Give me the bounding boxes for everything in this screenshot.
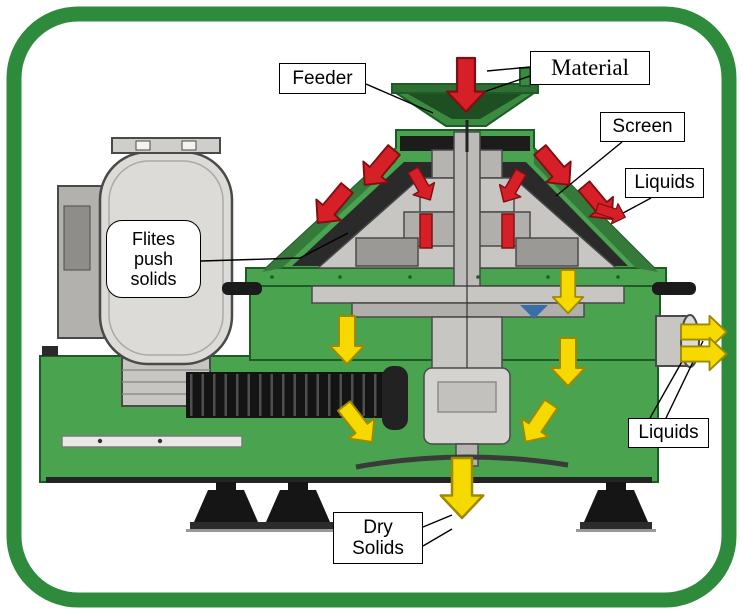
- foot-stem: [216, 482, 236, 491]
- foot-cone: [584, 490, 648, 522]
- flange-slot-left: [135, 140, 151, 151]
- blue-wedge: [520, 305, 548, 319]
- base-bolt: [157, 438, 163, 444]
- leader-screen: [555, 141, 623, 197]
- label-screen-text: Screen: [612, 116, 673, 138]
- foot-stem: [288, 482, 308, 491]
- rim-plate-lower: [351, 302, 585, 318]
- foot-cone: [266, 490, 330, 522]
- base-bolt: [97, 438, 103, 444]
- leader-lines: [200, 66, 704, 547]
- leader-dry-1: [422, 514, 453, 528]
- leader-feeder: [365, 83, 434, 114]
- base-slot: [61, 435, 243, 448]
- label-liquids-upper-text: Liquids: [634, 172, 695, 194]
- foot-plate: [580, 522, 652, 529]
- deck-details: [222, 275, 696, 295]
- label-dry-solids: Dry Solids: [333, 512, 423, 564]
- elbow-pipe: [382, 366, 408, 430]
- label-feeder-text: Feeder: [292, 67, 353, 89]
- base-details: [46, 435, 652, 483]
- base-bottom-strip: [46, 477, 652, 483]
- label-screen: Screen: [600, 112, 685, 142]
- vibration-feet: [186, 482, 656, 532]
- label-flites-line1: Flites: [131, 228, 175, 249]
- label-liquids-upper: Liquids: [625, 168, 704, 198]
- leader-material-1: [486, 66, 531, 72]
- leader-liquids-lower-1: [649, 357, 685, 419]
- deck-bolts: [270, 275, 620, 279]
- red-hub-right: [501, 213, 515, 249]
- label-dry-solids-line1: Dry: [363, 516, 393, 538]
- label-liquids-lower: Liquids: [628, 418, 709, 448]
- bellows-coupling: [186, 366, 408, 430]
- foot-shadow: [186, 529, 266, 532]
- foot-right: [576, 482, 656, 532]
- foot-cone: [194, 490, 258, 522]
- foot-left-1: [186, 482, 266, 532]
- red-hub-left: [419, 213, 433, 249]
- leader-flites: [200, 232, 349, 262]
- right-handle: [652, 282, 696, 295]
- label-material-text: Material: [551, 55, 629, 81]
- tank-flange: [111, 137, 221, 154]
- left-valve: [42, 346, 58, 356]
- foot-shadow: [576, 529, 656, 532]
- internal-mechanism: [311, 126, 625, 470]
- label-flites-line3: solids: [130, 269, 177, 290]
- foot-left-2: [258, 482, 338, 532]
- flange-slot-right: [181, 140, 197, 151]
- leader-dry-2: [422, 528, 453, 547]
- gearbox-panel: [437, 381, 497, 413]
- foot-plate: [190, 522, 262, 529]
- label-feeder: Feeder: [279, 63, 366, 94]
- label-flites-push-solids: Flites push solids: [106, 220, 201, 298]
- left-bearing: [355, 237, 419, 267]
- foot-plate: [262, 522, 334, 529]
- label-dry-solids-line2: Solids: [352, 538, 404, 559]
- label-flites-line2: push: [133, 248, 174, 269]
- left-handle: [222, 282, 262, 295]
- frame-border: [6, 6, 737, 608]
- label-liquids-lower-text: Liquids: [638, 422, 699, 444]
- label-material: Material: [530, 51, 650, 85]
- foot-shadow: [258, 529, 338, 532]
- right-bearing: [515, 237, 579, 267]
- foot-stem: [606, 482, 626, 491]
- motor-panel: [63, 205, 91, 271]
